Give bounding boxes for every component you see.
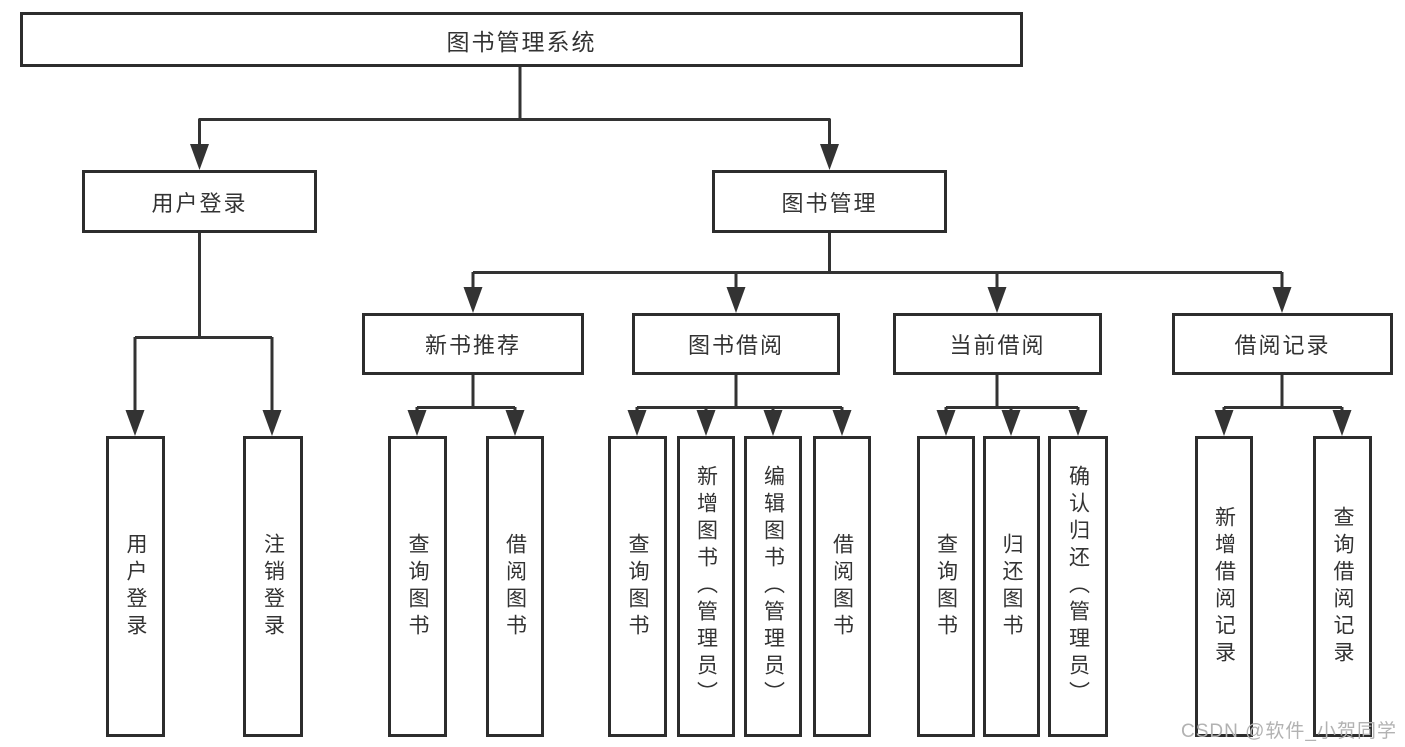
arrow-leaf-borrow-edit (763, 410, 783, 436)
connector-user-login (133, 232, 274, 411)
leaf-records-add-record-label: 新增借阅记录 (1212, 505, 1236, 668)
arrow-current-borrow-box (987, 287, 1007, 313)
leaf-current-confirm-return-admin-label: 确认归还（管理员） (1066, 465, 1090, 708)
arrow-leaf-borrow-add (696, 410, 716, 436)
node-book-management: 图书管理 (712, 170, 947, 233)
node-book-management-label: 图书管理 (781, 190, 878, 216)
leaf-borrow-borrow-books: 借阅图书 (813, 436, 871, 737)
connector-book-borrow (635, 374, 844, 412)
arrow-leaf-login (125, 410, 145, 436)
leaf-newbook-borrow-books-label: 借阅图书 (503, 532, 527, 641)
csdn-watermark: CSDN @软件_小贺同学 (1181, 721, 1397, 742)
node-current-borrowing: 当前借阅 (893, 313, 1102, 375)
leaf-borrow-query-books: 查询图书 (608, 436, 667, 737)
leaf-user-login: 用户登录 (106, 436, 165, 737)
leaf-borrow-edit-books-admin: 编辑图书（管理员） (744, 436, 802, 737)
node-new-book-recommend-label: 新书推荐 (424, 333, 521, 358)
node-borrowing-records-label: 借阅记录 (1234, 333, 1331, 358)
leaf-logout-label: 注销登录 (261, 532, 285, 641)
leaf-current-query-books-label: 查询图书 (934, 532, 958, 641)
leaf-newbook-query-books-label: 查询图书 (406, 532, 429, 641)
connector-current-borrow (944, 374, 1080, 412)
arrow-leaf-current-query (936, 410, 956, 436)
connector-book-mgmt (471, 232, 1284, 288)
node-new-book-recommend: 新书推荐 (362, 313, 584, 375)
leaf-borrow-add-books-admin-label: 新增图书（管理员） (694, 465, 718, 708)
arrow-leaf-logout (262, 410, 282, 436)
node-user-login-label: 用户登录 (151, 190, 248, 216)
node-library-system: 图书管理系统 (20, 12, 1023, 67)
leaf-borrow-add-books-admin: 新增图书（管理员） (677, 436, 735, 737)
leaf-current-return-books-label: 归还图书 (1000, 532, 1023, 641)
arrow-leaf-borrow-query (627, 410, 647, 436)
connector-borrow-records (1222, 374, 1344, 412)
node-user-login: 用户登录 (82, 170, 317, 233)
node-borrowing-records: 借阅记录 (1172, 313, 1393, 375)
arrow-leaf-records-query (1332, 410, 1352, 436)
leaf-records-query-record-label: 查询借阅记录 (1331, 505, 1354, 668)
arrow-leaf-records-add (1214, 410, 1234, 436)
leaf-borrow-borrow-books-label: 借阅图书 (830, 532, 854, 641)
leaf-current-query-books: 查询图书 (917, 436, 975, 737)
leaf-borrow-edit-books-admin-label: 编辑图书（管理员） (761, 465, 785, 708)
leaf-current-return-books: 归还图书 (983, 436, 1040, 737)
node-library-system-label: 图书管理系统 (446, 28, 597, 55)
leaf-records-query-record: 查询借阅记录 (1313, 436, 1372, 737)
leaf-newbook-query-books: 查询图书 (388, 436, 447, 737)
node-book-borrowing-label: 图书借阅 (687, 333, 784, 358)
leaf-user-login-label: 用户登录 (124, 532, 147, 641)
leaf-logout: 注销登录 (243, 436, 303, 737)
arrow-book-borrow-box (726, 287, 746, 313)
leaf-borrow-query-books-label: 查询图书 (626, 532, 649, 641)
arrow-leaf-newbook-query (407, 410, 427, 436)
leaf-records-add-record: 新增借阅记录 (1195, 436, 1253, 737)
arrow-leaf-borrow-borrow (832, 410, 852, 436)
arrow-book-mgmt-box (820, 144, 839, 170)
arrow-borrow-records-box (1272, 287, 1292, 313)
connector-root (198, 67, 831, 145)
arrow-leaf-current-confirm (1068, 410, 1088, 436)
leaf-current-confirm-return-admin: 确认归还（管理员） (1048, 436, 1108, 737)
arrowheads (125, 144, 1352, 436)
leaf-newbook-borrow-books: 借阅图书 (486, 436, 544, 737)
arrow-new-books-box (463, 287, 483, 313)
connector-new-books (415, 374, 517, 412)
arrow-leaf-newbook-borrow (505, 410, 525, 436)
node-book-borrowing: 图书借阅 (632, 313, 840, 375)
arrow-leaf-current-return (1001, 410, 1021, 436)
arrow-user-login-box (190, 144, 209, 170)
node-current-borrowing-label: 当前借阅 (949, 333, 1046, 358)
